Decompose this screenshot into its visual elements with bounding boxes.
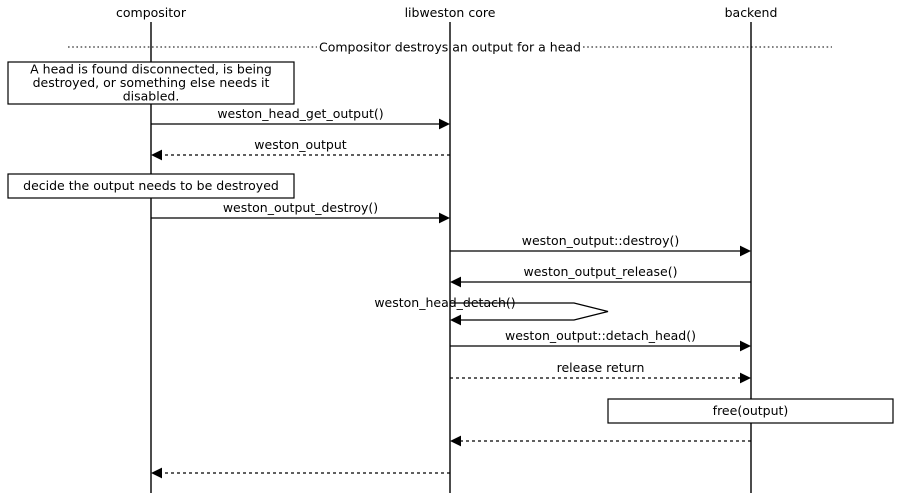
arrowhead-msg-weston-output-destroy [439, 212, 450, 224]
message-msg-weston-head-detach: weston_head_detach() [374, 295, 609, 326]
note-box-note-free-output [607, 398, 894, 424]
note-text-line: A head is found disconnected, is being [30, 61, 272, 76]
participant-label-libweston: libweston core [405, 5, 496, 20]
messages-layer: weston_head_get_output() weston_outputwes… [151, 106, 751, 479]
participant-label-compositor: compositor [116, 5, 187, 20]
note-box-note-head-disconnected [7, 61, 295, 105]
note-text-line: destroyed, or something else needs it [33, 75, 270, 90]
message-msg-weston-output-release: weston_output_release() [450, 264, 751, 288]
participant-label-backend: backend [725, 5, 778, 20]
notes-layer: A head is found disconnected, is beingde… [7, 61, 894, 424]
divider-layer: Compositor destroys an output for a head [68, 40, 832, 55]
message-msg-backend-return [450, 435, 751, 447]
arrowhead-msg-weston-output-detach-head [740, 340, 751, 352]
message-label-msg-weston-head-detach: weston_head_detach() [374, 295, 515, 310]
message-label-msg-release-return: release return [557, 360, 645, 375]
note-text-line: free(output) [713, 403, 789, 418]
note-note-head-disconnected: A head is found disconnected, is beingde… [7, 61, 295, 105]
message-label-msg-weston-output-return: weston_output [254, 137, 346, 152]
message-label-msg-weston-output-destroy: weston_output_destroy() [223, 200, 378, 215]
message-msg-weston-output-destroy-vfunc: weston_output::destroy() [450, 233, 751, 257]
message-msg-libweston-return [151, 467, 450, 479]
message-label-msg-weston-output-detach-head: weston_output::detach_head() [505, 328, 696, 343]
message-label-msg-weston-head-get-output: weston_head_get_output() [217, 106, 383, 121]
arrowhead-msg-release-return [740, 372, 751, 384]
message-label-msg-weston-output-release: weston_output_release() [524, 264, 678, 279]
message-msg-weston-output-detach-head: weston_output::detach_head() [450, 328, 751, 352]
message-label-msg-weston-output-destroy-vfunc: weston_output::destroy() [522, 233, 680, 248]
message-msg-weston-head-get-output: weston_head_get_output() [151, 106, 450, 130]
message-msg-weston-output-return: weston_output [151, 137, 450, 161]
participant-labels-layer: compositor libweston core backend [116, 5, 777, 20]
arrowhead-msg-weston-output-destroy-vfunc [740, 245, 751, 257]
arrowhead-msg-weston-output-release [450, 276, 461, 288]
arrowhead-msg-backend-return [450, 435, 461, 447]
note-text-line: disabled. [123, 88, 180, 103]
note-note-decide-destroy: decide the output needs to be destroyed [7, 173, 295, 199]
note-text-line: decide the output needs to be destroyed [23, 178, 279, 193]
note-note-free-output: free(output) [607, 398, 894, 424]
note-box-note-decide-destroy [7, 173, 295, 199]
divider-label: Compositor destroys an output for a head [319, 40, 581, 55]
message-msg-release-return: release return [450, 360, 751, 384]
arrowhead-msg-weston-head-get-output [439, 118, 450, 130]
arrowhead-msg-weston-output-return [151, 149, 162, 161]
message-msg-weston-output-destroy: weston_output_destroy() [151, 200, 450, 224]
self-call-path-msg-weston-head-detach [450, 302, 609, 321]
arrowhead-msg-weston-head-detach [450, 314, 461, 326]
arrowhead-msg-libweston-return [151, 467, 162, 479]
